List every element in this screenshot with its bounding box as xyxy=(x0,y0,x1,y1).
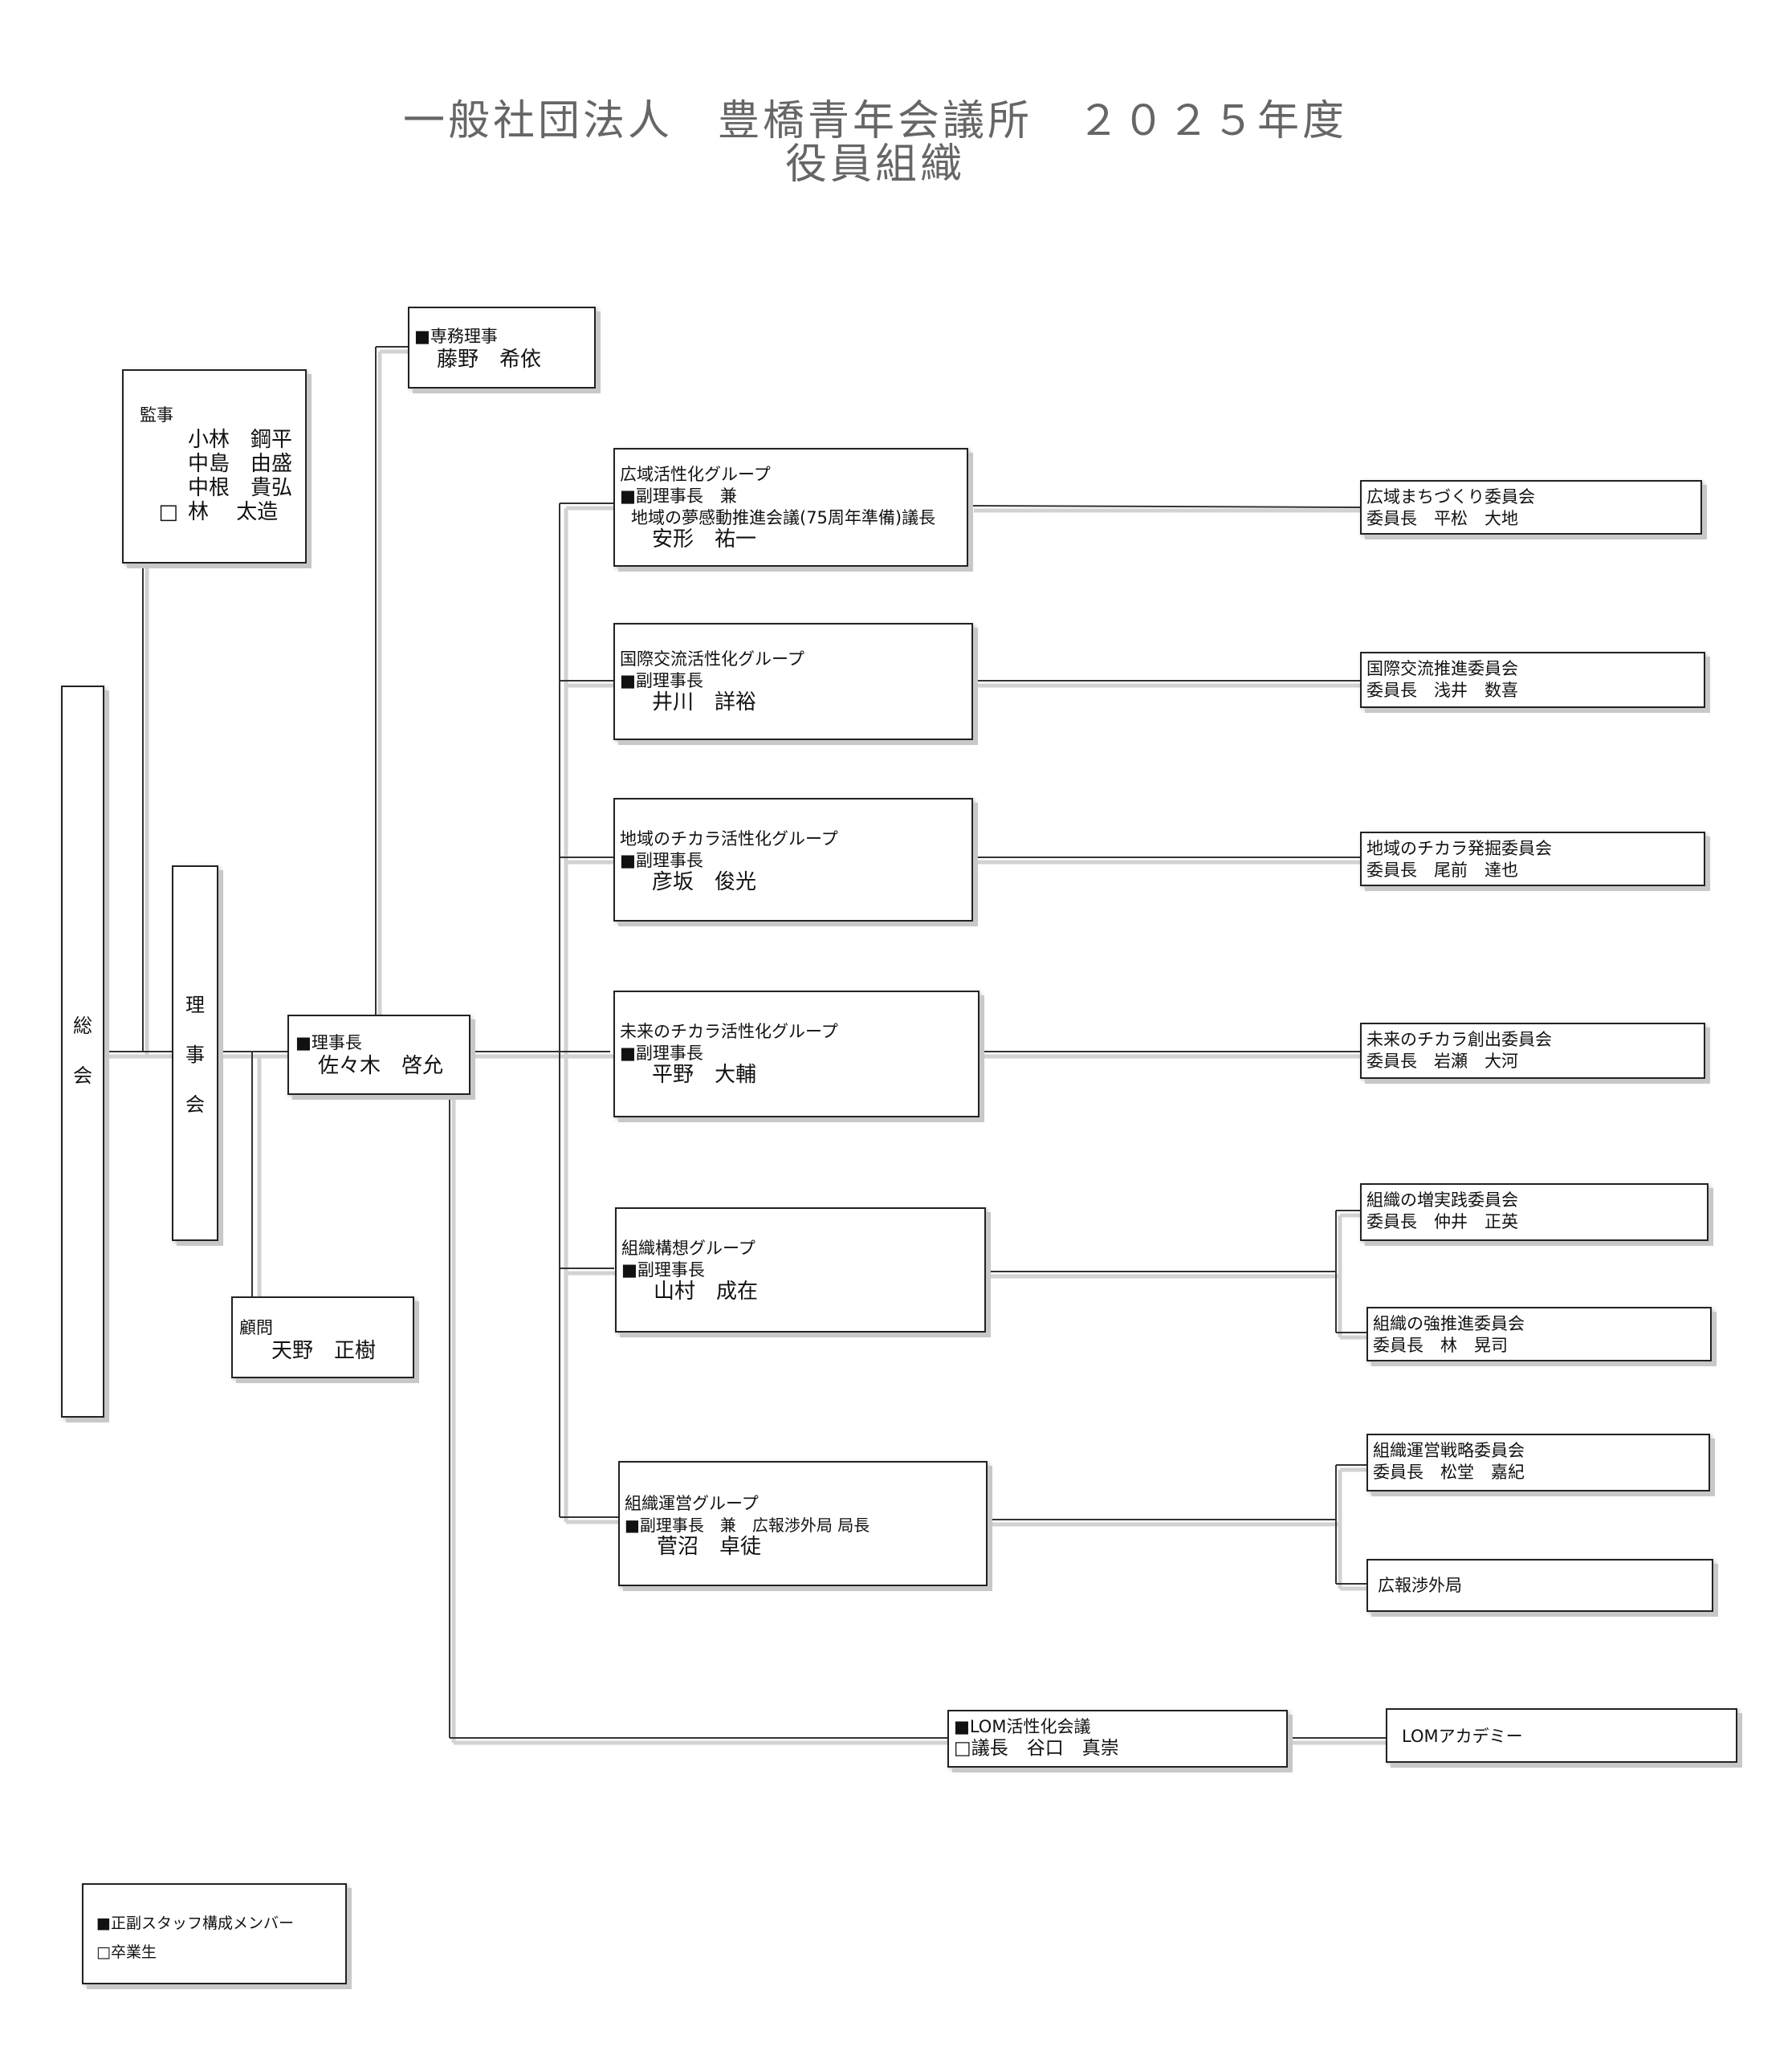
committee-box: 地域のチカラ発掘委員会 委員長 尾前 達也 xyxy=(1360,832,1705,886)
lom-council-chair: □議長 谷口 真崇 xyxy=(954,1738,1119,1759)
group-person: 平野 大輔 xyxy=(652,1063,757,1087)
committee-chair: 委員長 平松 大地 xyxy=(1366,509,1518,528)
committee-name: 国際交流推進委員会 xyxy=(1366,659,1518,678)
group-name: 未来のチカラ活性化グループ xyxy=(620,1022,838,1041)
group-role: ■副理事長 xyxy=(621,1260,705,1280)
rijikai-box: 理 事 会 xyxy=(172,865,218,1241)
advisor-name: 天野 正樹 xyxy=(271,1339,377,1363)
committee-box: 広域まちづくり委員会 委員長 平松 大地 xyxy=(1360,480,1702,535)
rijikai-char-2: 事 xyxy=(185,1044,205,1066)
group-name: 地域のチカラ活性化グループ xyxy=(620,829,838,848)
member-name: 林 太造 xyxy=(188,500,279,524)
group-name: 広域活性化グループ xyxy=(620,465,771,484)
committee-name: 地域のチカラ発掘委員会 xyxy=(1366,839,1552,858)
group-person: 井川 詳裕 xyxy=(652,690,757,714)
group-extra-role: 地域の夢感動推進会議(75周年準備)議長 xyxy=(631,508,936,527)
committee-name: 広域まちづくり委員会 xyxy=(1366,487,1535,507)
page-title: 一般社団法人 豊橋青年会議所 ２０２５年度 xyxy=(402,97,1347,145)
sokai-char-1: 総 xyxy=(73,1015,92,1037)
group-box: 未来のチカラ活性化グループ ■副理事長 平野 大輔 xyxy=(613,991,979,1117)
auditor-member: 中根 貴弘 xyxy=(140,476,305,500)
page-subtitle: 役員組織 xyxy=(784,140,965,189)
group-role: ■副理事長 xyxy=(620,671,703,690)
sokai-char-2: 会 xyxy=(73,1064,92,1087)
advisor-label: 顧問 xyxy=(239,1318,273,1337)
president-label: ■理事長 xyxy=(295,1033,362,1052)
lom-academy-label: LOMアカデミー xyxy=(1402,1727,1523,1746)
auditor-member: 中島 由盛 xyxy=(140,452,305,476)
group-role: ■副理事長 兼 広報渉外局 局長 xyxy=(625,1516,870,1535)
group-person: 山村 成在 xyxy=(654,1280,759,1304)
committee-chair: 委員長 仲井 正英 xyxy=(1366,1212,1518,1231)
lom-council-box: ■LOM活性化会議 □議長 谷口 真崇 xyxy=(947,1710,1288,1768)
advisor-box: 顧問 天野 正樹 xyxy=(231,1296,414,1378)
group-name: 組織運営グループ xyxy=(625,1494,759,1513)
committee-box: 組織の増実践委員会 委員長 仲井 正英 xyxy=(1360,1183,1709,1241)
member-name: 中島 由盛 xyxy=(188,452,293,476)
sokai-box: 総 会 xyxy=(61,686,104,1418)
group-role: ■副理事長 xyxy=(620,1044,703,1063)
auditor-member: 小林 鋼平 xyxy=(140,428,305,452)
committee-name: 組織の強推進委員会 xyxy=(1373,1314,1525,1333)
group-name: 国際交流活性化グループ xyxy=(620,649,804,669)
group-box: 組織運営グループ ■副理事長 兼 広報渉外局 局長 菅沼 卓徒 xyxy=(618,1461,988,1586)
auditor-label: 監事 xyxy=(140,405,173,425)
committee-box: 組織の強推進委員会 委員長 林 晃司 xyxy=(1366,1307,1712,1361)
president-name: 佐々木 啓允 xyxy=(318,1054,444,1078)
auditor-box: 監事 小林 鋼平 中島 由盛 中根 貴弘 □ 林 太造 xyxy=(122,369,307,564)
committee-chair: 委員長 浅井 数喜 xyxy=(1366,681,1518,700)
committee-box: 国際交流推進委員会 委員長 浅井 数喜 xyxy=(1360,652,1705,708)
group-box: 地域のチカラ活性化グループ ■副理事長 彦坂 俊光 xyxy=(613,798,973,922)
committee-name: 組織の増実践委員会 xyxy=(1366,1190,1518,1210)
member-marker: □ xyxy=(158,500,178,524)
group-person: 彦坂 俊光 xyxy=(652,870,757,894)
executive-director-label: ■専務理事 xyxy=(414,327,498,346)
member-name: 小林 鋼平 xyxy=(188,428,293,452)
group-person: 菅沼 卓徒 xyxy=(657,1535,762,1559)
legend-item-staff: ■正副スタッフ構成メンバー xyxy=(96,1915,294,1932)
auditor-member: □ 林 太造 xyxy=(140,500,305,524)
committee-chair: 委員長 松堂 嘉紀 xyxy=(1373,1463,1525,1482)
group-box: 国際交流活性化グループ ■副理事長 井川 詳裕 xyxy=(613,623,973,740)
group-role: ■副理事長 兼 xyxy=(620,486,737,506)
committee-chair: 委員長 岩瀬 大河 xyxy=(1366,1052,1518,1071)
group-box: 組織構想グループ ■副理事長 山村 成在 xyxy=(615,1207,986,1333)
rijikai-char-3: 会 xyxy=(185,1093,205,1116)
legend-box: ■正副スタッフ構成メンバー □卒業生 xyxy=(82,1883,347,1984)
lom-academy-box: LOMアカデミー xyxy=(1386,1708,1737,1763)
group-role: ■副理事長 xyxy=(620,851,703,870)
group-name: 組織構想グループ xyxy=(621,1239,755,1258)
group-box: 広域活性化グループ ■副理事長 兼 地域の夢感動推進会議(75周年準備)議長 安… xyxy=(613,448,968,567)
committee-name: 未来のチカラ創出委員会 xyxy=(1366,1030,1552,1049)
lom-council-label: ■LOM活性化会議 xyxy=(954,1717,1091,1736)
executive-director-name: 藤野 希依 xyxy=(437,348,542,372)
executive-director-box: ■専務理事 藤野 希依 xyxy=(408,307,596,389)
president-box: ■理事長 佐々木 啓允 xyxy=(287,1015,470,1095)
committee-name: 広報渉外局 xyxy=(1378,1576,1462,1595)
group-person: 安形 祐一 xyxy=(652,527,757,551)
legend-item-graduate: □卒業生 xyxy=(96,1943,157,1961)
committee-chair: 委員長 林 晃司 xyxy=(1373,1336,1508,1355)
rijikai-char-1: 理 xyxy=(185,994,205,1016)
committee-name: 組織運営戦略委員会 xyxy=(1373,1441,1525,1460)
committee-box: 組織運営戦略委員会 委員長 松堂 嘉紀 xyxy=(1366,1434,1710,1491)
committee-chair: 委員長 尾前 達也 xyxy=(1366,861,1518,880)
committee-box: 広報渉外局 xyxy=(1366,1559,1713,1612)
committee-box: 未来のチカラ創出委員会 委員長 岩瀬 大河 xyxy=(1360,1023,1705,1079)
member-name: 中根 貴弘 xyxy=(188,476,293,500)
